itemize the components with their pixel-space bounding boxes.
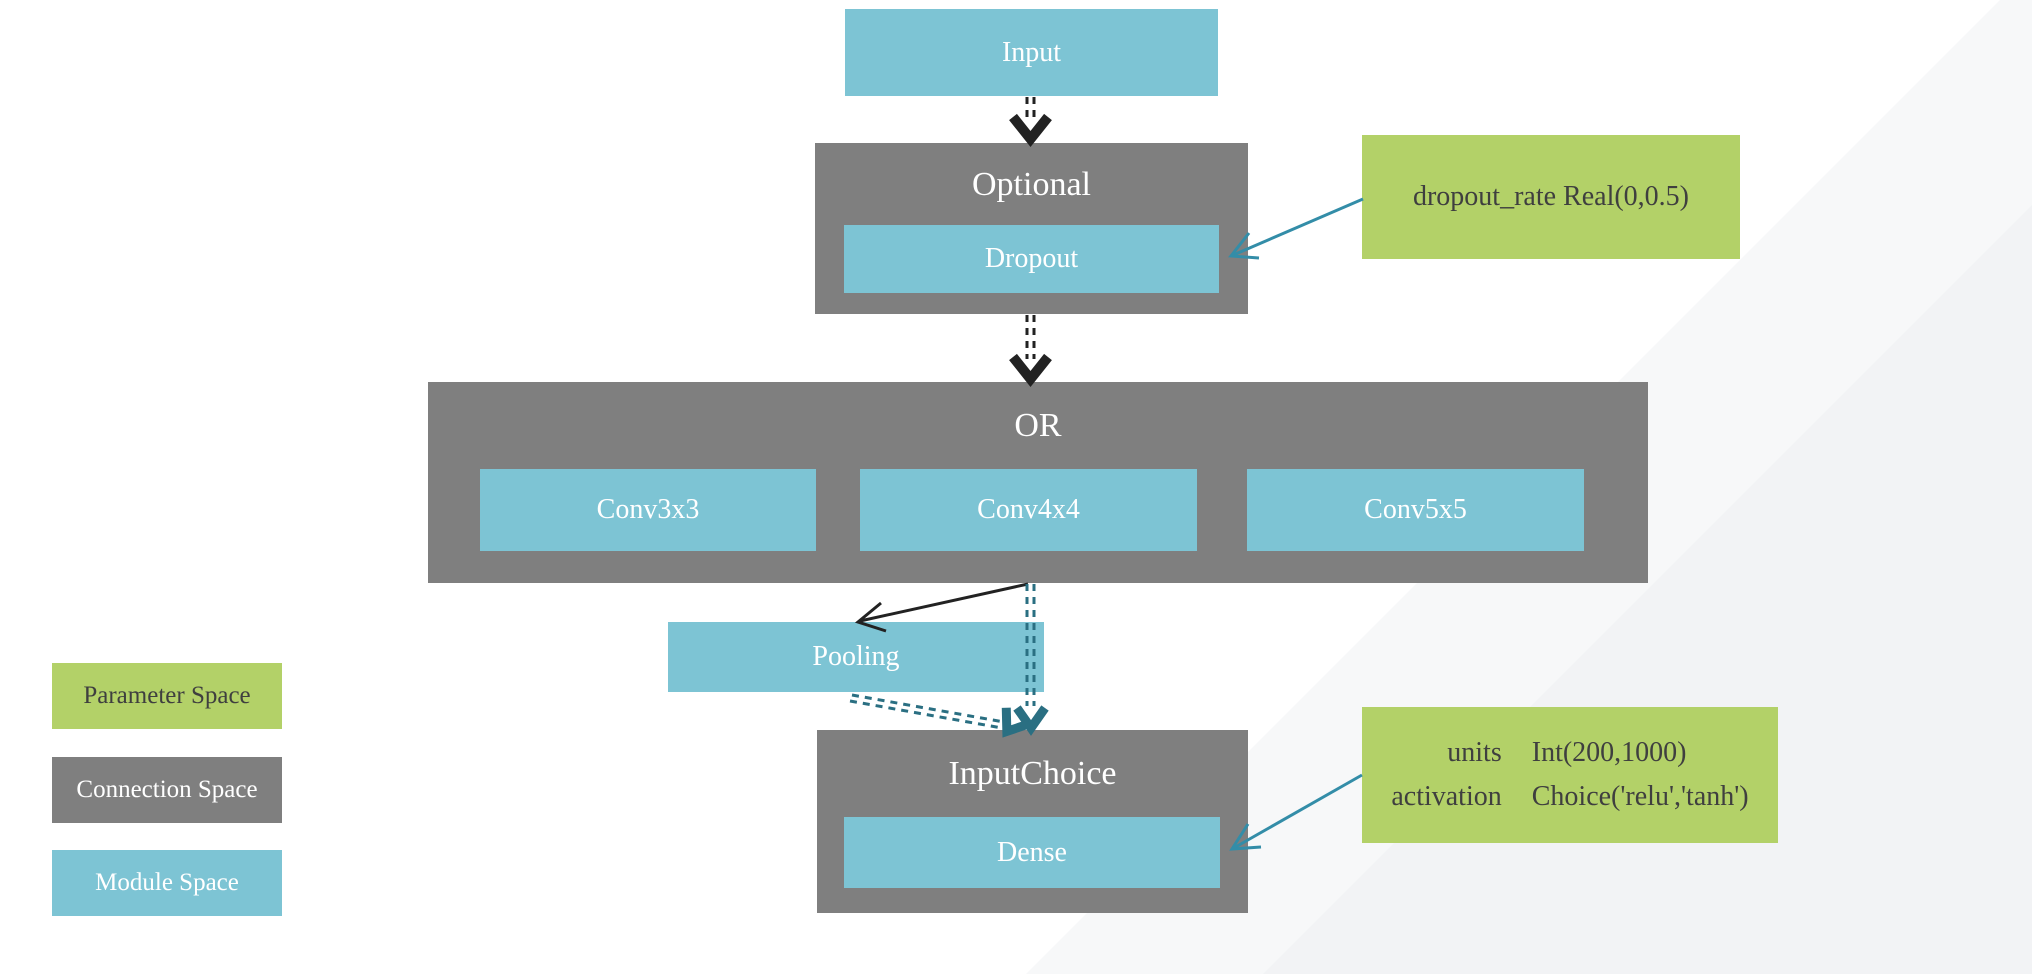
- node-conv4x4: Conv4x4: [860, 469, 1197, 551]
- param-name-activation: activation: [1391, 781, 1502, 812]
- node-pooling-label: Pooling: [812, 641, 900, 672]
- arrow-params-to-dropout: [1228, 197, 1364, 260]
- param-value-activation: Choice('relu','tanh'): [1531, 781, 1749, 812]
- group-or: OR Conv3x3 Conv4x4 Conv5x5: [428, 382, 1648, 583]
- node-input-label: Input: [1001, 36, 1062, 68]
- node-dense-label: Dense: [997, 836, 1067, 868]
- group-inputchoice: InputChoice Dense: [817, 730, 1248, 913]
- group-or-title: OR: [1014, 407, 1062, 444]
- arrow-optional-to-or: [1009, 315, 1052, 388]
- group-optional-title: Optional: [972, 166, 1091, 203]
- node-dropout-label: Dropout: [984, 243, 1079, 274]
- node-conv5x5-label: Conv5x5: [1364, 494, 1467, 525]
- group-optional: Optional Dropout: [815, 143, 1248, 314]
- annotation-dropout-params-text: dropout_rate Real(0,0.5): [1412, 181, 1690, 212]
- node-conv3x3-label: Conv3x3: [596, 494, 700, 525]
- group-inputchoice-title: InputChoice: [948, 755, 1117, 792]
- node-pooling: Pooling: [668, 622, 1044, 692]
- node-input: Input: [845, 9, 1218, 96]
- legend-module-space: Module Space: [52, 850, 282, 916]
- node-conv3x3: Conv3x3: [480, 469, 816, 551]
- arrow-input-to-optional: [1009, 97, 1052, 148]
- annotation-dense-params-grid: units Int(200,1000) activation Choice('r…: [1391, 732, 1748, 818]
- annotation-dropout-params: dropout_rate Real(0,0.5): [1362, 135, 1740, 259]
- param-name-units: units: [1447, 737, 1502, 768]
- param-value-units: Int(200,1000): [1531, 737, 1687, 768]
- node-conv5x5: Conv5x5: [1247, 469, 1584, 551]
- legend-connection-space: Connection Space: [52, 757, 282, 823]
- annotation-dense-params: units Int(200,1000) activation Choice('r…: [1362, 707, 1778, 843]
- node-dropout: Dropout: [844, 225, 1219, 293]
- node-dense: Dense: [844, 817, 1220, 888]
- legend-parameter-space: Parameter Space: [52, 663, 282, 729]
- node-conv4x4-label: Conv4x4: [977, 494, 1080, 525]
